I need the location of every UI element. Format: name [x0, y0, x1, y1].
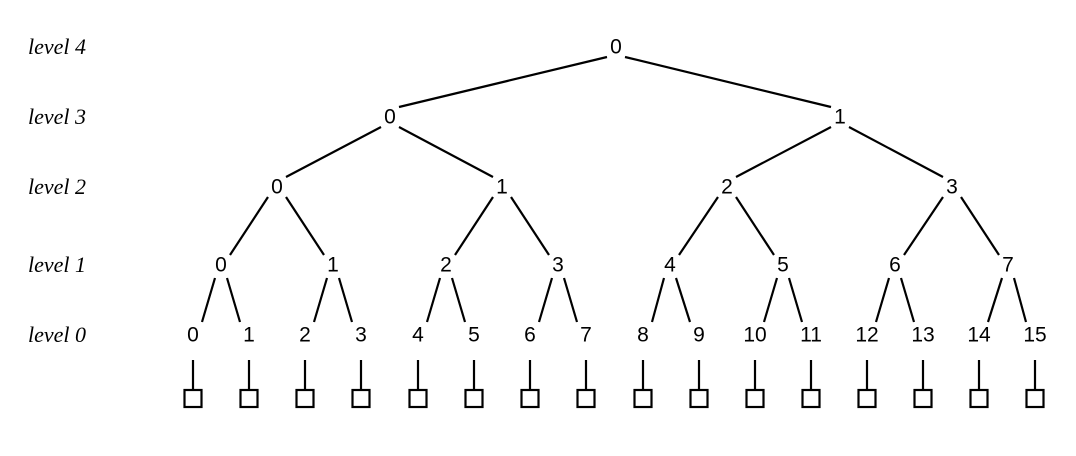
tree-edge-level-1-0-child0	[200, 277, 217, 323]
tree-edge-level-3-1-child0	[735, 126, 832, 178]
tree-node-level-0-11: 11	[800, 323, 822, 347]
tree-edge-level-2-1-child0	[454, 196, 494, 256]
tree-edge-level-1-1-child0	[312, 277, 329, 323]
tree-node-level-0-9: 9	[693, 323, 705, 347]
tree-edge-level-1-5-child1	[787, 277, 804, 323]
tree-edge-level-2-2-child0	[678, 196, 719, 256]
leaf-box-11	[801, 388, 821, 409]
tree-edge-level-1-2-child0	[425, 277, 442, 323]
leaf-box-2	[295, 388, 315, 409]
tree-node-level-0-3: 3	[355, 323, 367, 347]
leaf-box-15	[1025, 388, 1045, 409]
leaf-box-5	[464, 388, 484, 409]
tree-edge-level-1-4-child0	[650, 277, 666, 323]
tree-edge-level-1-7-child0	[986, 277, 1004, 323]
level-label-level-0: level 0	[28, 322, 87, 347]
tree-edge-level-1-3-child0	[537, 277, 554, 323]
tree-node-level-0-2: 2	[299, 323, 311, 347]
tree-edge-level-1-4-child1	[674, 277, 692, 323]
tree-node-level-1-7: 7	[1002, 253, 1014, 277]
tree-edge-level-4-0-child0	[398, 55, 608, 109]
tree-node-level-1-2: 2	[440, 253, 452, 277]
tree-node-level-2-1: 1	[496, 175, 508, 199]
leaf-box-8	[633, 388, 653, 409]
level-label-level-4: level 4	[28, 34, 87, 59]
tree-node-level-0-5: 5	[468, 323, 480, 347]
tree-edge-level-1-6-child0	[874, 277, 891, 323]
tree-node-level-1-1: 1	[327, 253, 339, 277]
tree-node-level-2-3: 3	[946, 175, 958, 199]
leaf-box-7	[576, 388, 596, 409]
tree-edge-level-3-1-child1	[848, 126, 944, 178]
leaf-box-10	[745, 388, 765, 409]
tree-edge-level-1-7-child1	[1012, 277, 1028, 323]
tree-node-level-1-5: 5	[777, 253, 789, 277]
tree-node-level-0-10: 10	[743, 323, 767, 347]
tree-edge-level-2-0-child1	[285, 196, 325, 256]
leaf-box-12	[857, 388, 877, 409]
tree-node-level-3-0: 0	[384, 105, 396, 129]
tree-edge-level-2-2-child1	[735, 196, 775, 256]
tree-node-level-1-4: 4	[664, 253, 676, 277]
tree-edge-level-4-0-child1	[624, 55, 832, 109]
tree-node-level-0-7: 7	[580, 323, 592, 347]
tree-node-level-0-4: 4	[412, 323, 424, 347]
tree-edge-level-2-3-child1	[960, 196, 1000, 256]
tree-node-level-2-2: 2	[721, 175, 733, 199]
tree-node-level-0-1: 1	[243, 323, 255, 347]
tree-edge-level-1-2-child1	[450, 277, 467, 323]
tree-node-level-3-1: 1	[834, 105, 846, 129]
tree-node-level-0-15: 15	[1023, 323, 1047, 347]
tree-node-level-1-0: 0	[215, 253, 227, 277]
tree-edge-level-3-0-child0	[285, 126, 382, 178]
tree-edge-level-1-5-child0	[762, 277, 779, 323]
tree-node-level-0-0: 0	[187, 323, 199, 347]
tree-edge-level-1-0-child1	[225, 277, 242, 323]
leaf-box-1	[239, 388, 259, 409]
tree-edge-level-2-1-child1	[510, 196, 550, 256]
leaf-box-3	[351, 388, 371, 409]
level-label-level-2: level 2	[28, 174, 87, 199]
tree-node-level-0-13: 13	[911, 323, 935, 347]
leaf-box-13	[913, 388, 933, 409]
tree-edge-level-1-1-child1	[337, 277, 354, 323]
level-label-level-3: level 3	[28, 104, 87, 129]
tree-node-level-0-8: 8	[637, 323, 649, 347]
tree-node-level-0-6: 6	[524, 323, 536, 347]
tree-node-level-2-0: 0	[271, 175, 283, 199]
leaf-box-0	[183, 388, 203, 409]
leaf-box-14	[969, 388, 989, 409]
tree-edge-level-3-0-child1	[398, 126, 494, 178]
leaf-box-4	[408, 388, 428, 409]
level-label-level-1: level 1	[28, 252, 87, 277]
tree-edge-level-1-3-child1	[562, 277, 579, 323]
tree-node-level-0-12: 12	[855, 323, 879, 347]
leaf-box-6	[520, 388, 540, 409]
tree-edge-level-2-0-child0	[229, 196, 269, 256]
tree-node-level-1-6: 6	[889, 253, 901, 277]
tree-node-level-0-14: 14	[967, 323, 991, 347]
tree-node-level-4-0: 0	[610, 35, 622, 59]
tree-node-level-1-3: 3	[552, 253, 564, 277]
tree-edge-level-1-6-child1	[899, 277, 916, 323]
tree-edge-level-2-3-child0	[903, 196, 944, 256]
leaf-box-9	[689, 388, 709, 409]
